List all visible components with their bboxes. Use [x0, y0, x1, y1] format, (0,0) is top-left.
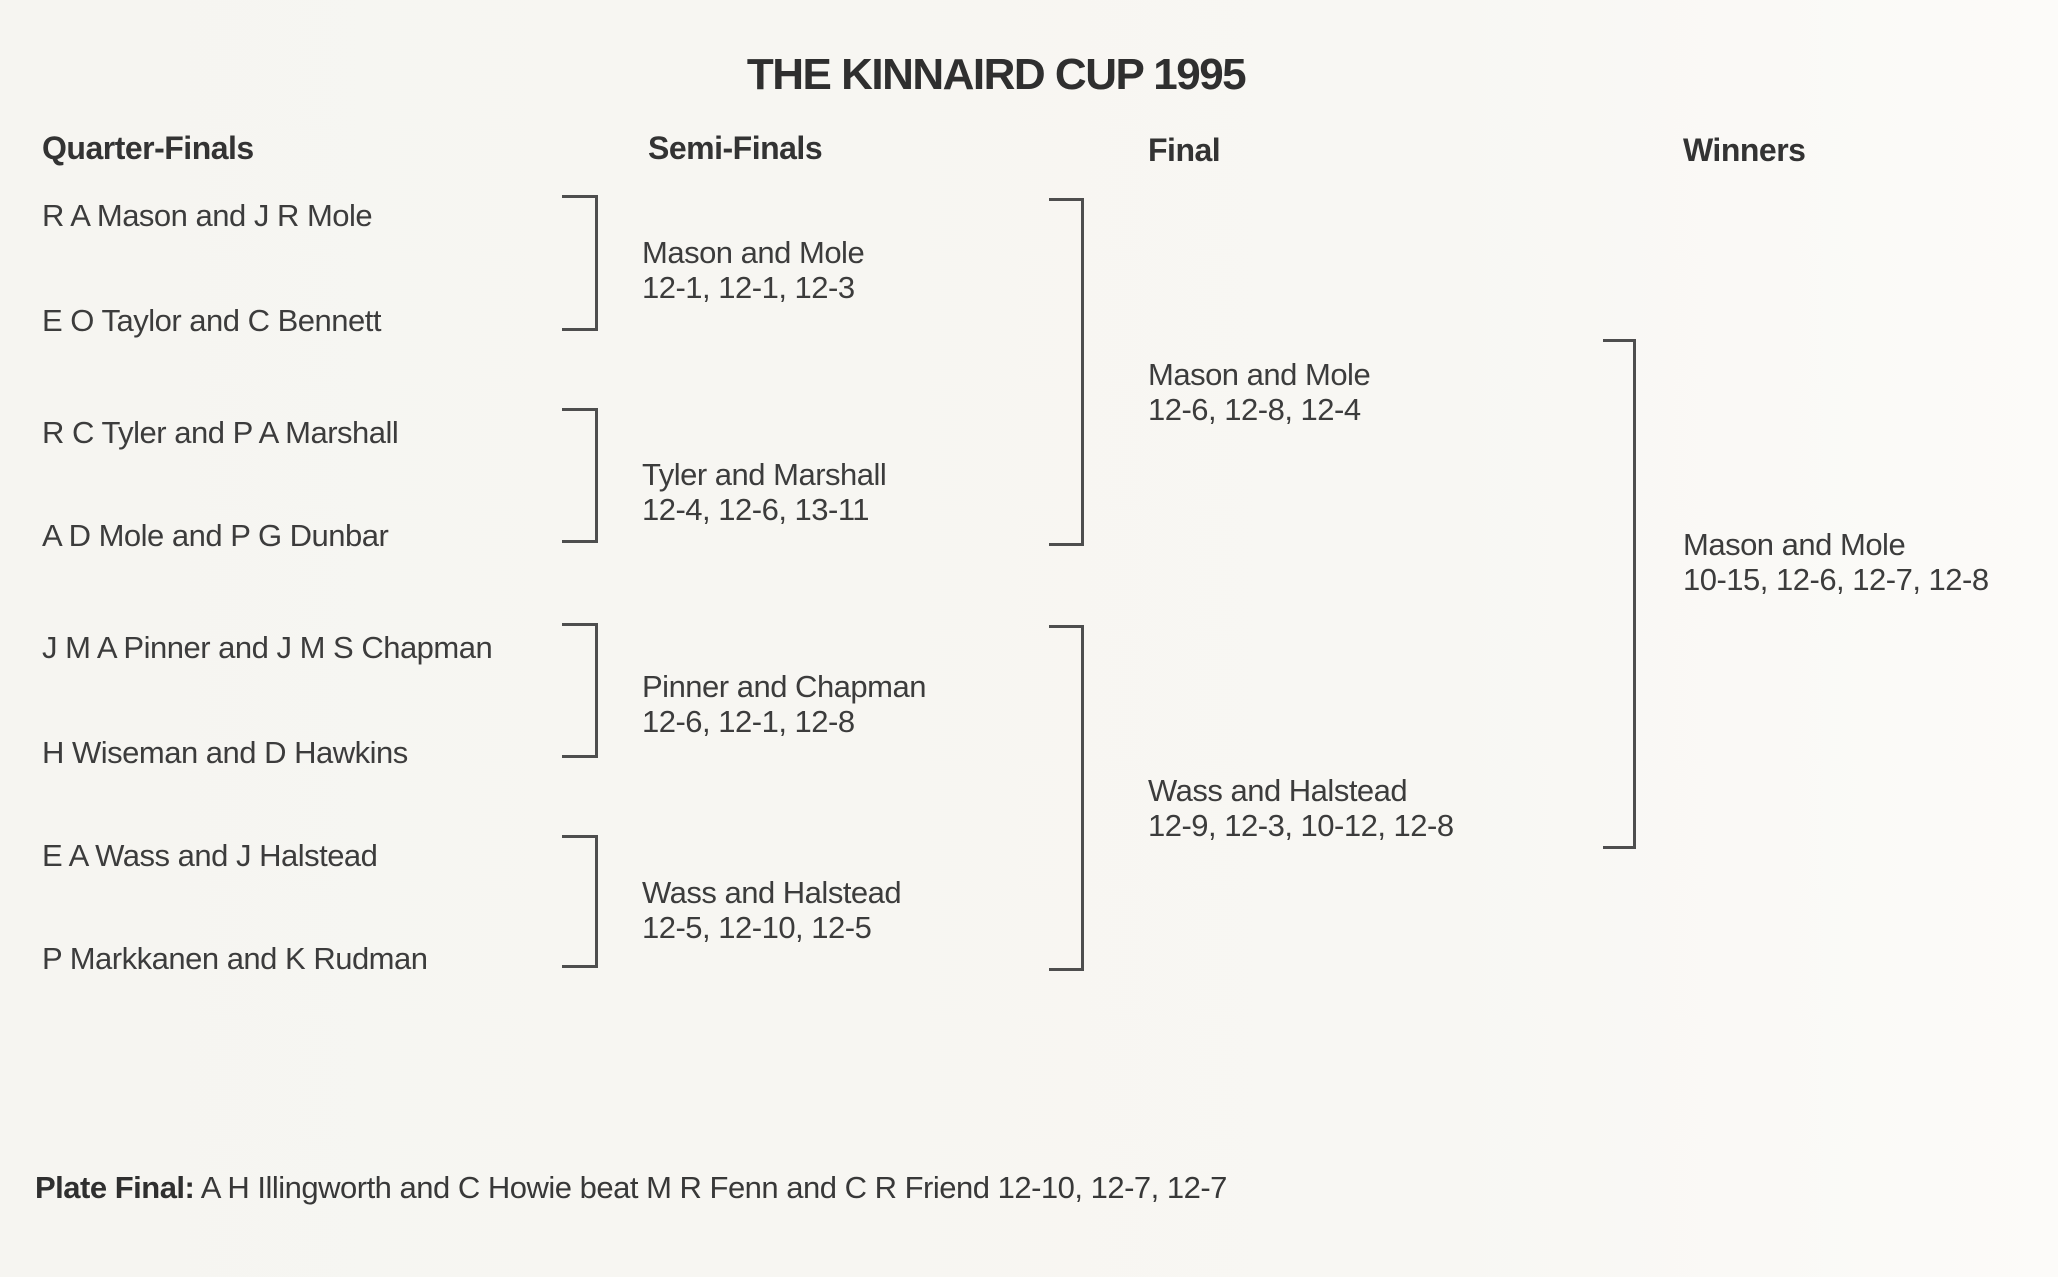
team-label: Mason and Mole: [1148, 357, 1371, 392]
final-entry-2: Wass and Halstead 12-9, 12-3, 10-12, 12-…: [1148, 773, 1454, 843]
quarter-final-team-2: E O Taylor and C Bennett: [42, 303, 381, 338]
plate-final-note: Plate Final: A H Illingworth and C Howie…: [35, 1170, 1227, 1206]
team-label: Wass and Halstead: [1148, 773, 1408, 808]
bracket-quarter-final-4: [562, 835, 598, 968]
team-label: Mason and Mole: [642, 235, 865, 270]
match-score: 10-15, 12-6, 12-7, 12-8: [1683, 562, 1989, 597]
column-header-quarter-finals: Quarter-Finals: [42, 130, 254, 166]
bracket-final: [1603, 339, 1636, 849]
match-score: 12-5, 12-10, 12-5: [642, 910, 872, 945]
match-score: 12-9, 12-3, 10-12, 12-8: [1148, 808, 1454, 843]
team-label: Tyler and Marshall: [642, 457, 887, 492]
team-label: Wass and Halstead: [642, 875, 902, 910]
quarter-final-team-1: R A Mason and J R Mole: [42, 198, 373, 233]
quarter-final-team-8: P Markkanen and K Rudman: [42, 941, 428, 976]
column-header-semi-finals: Semi-Finals: [648, 130, 823, 166]
bracket-quarter-final-1: [562, 195, 598, 331]
plate-final-label: Plate Final:: [35, 1170, 195, 1205]
column-header-winners: Winners: [1683, 132, 1806, 168]
semi-final-entry-3: Pinner and Chapman 12-6, 12-1, 12-8: [642, 669, 926, 739]
quarter-final-team-5: J M A Pinner and J M S Chapman: [42, 630, 493, 665]
bracket-quarter-final-2: [562, 408, 598, 543]
bracket-semi-final-2: [1049, 625, 1084, 971]
column-header-final: Final: [1148, 132, 1221, 168]
bracket-quarter-final-3: [562, 623, 598, 758]
team-label: Mason and Mole: [1683, 527, 1906, 562]
quarter-final-team-7: E A Wass and J Halstead: [42, 838, 378, 873]
quarter-final-team-4: A D Mole and P G Dunbar: [42, 518, 389, 553]
match-score: 12-6, 12-8, 12-4: [1148, 392, 1361, 427]
page-title: THE KINNAIRD CUP 1995: [746, 50, 1247, 99]
quarter-final-team-6: H Wiseman and D Hawkins: [42, 735, 408, 770]
semi-final-entry-4: Wass and Halstead 12-5, 12-10, 12-5: [642, 875, 902, 945]
plate-final-text: A H Illingworth and C Howie beat M R Fen…: [194, 1170, 1228, 1205]
match-score: 12-4, 12-6, 13-11: [642, 492, 870, 527]
final-entry-1: Mason and Mole 12-6, 12-8, 12-4: [1148, 357, 1371, 427]
match-score: 12-6, 12-1, 12-8: [642, 704, 855, 739]
winner-entry: Mason and Mole 10-15, 12-6, 12-7, 12-8: [1683, 527, 1989, 597]
team-label: Pinner and Chapman: [642, 669, 926, 704]
match-score: 12-1, 12-1, 12-3: [642, 270, 855, 305]
bracket-semi-final-1: [1049, 198, 1084, 546]
quarter-final-team-3: R C Tyler and P A Marshall: [42, 415, 399, 450]
semi-final-entry-1: Mason and Mole 12-1, 12-1, 12-3: [642, 235, 865, 305]
semi-final-entry-2: Tyler and Marshall 12-4, 12-6, 13-11: [642, 457, 887, 527]
